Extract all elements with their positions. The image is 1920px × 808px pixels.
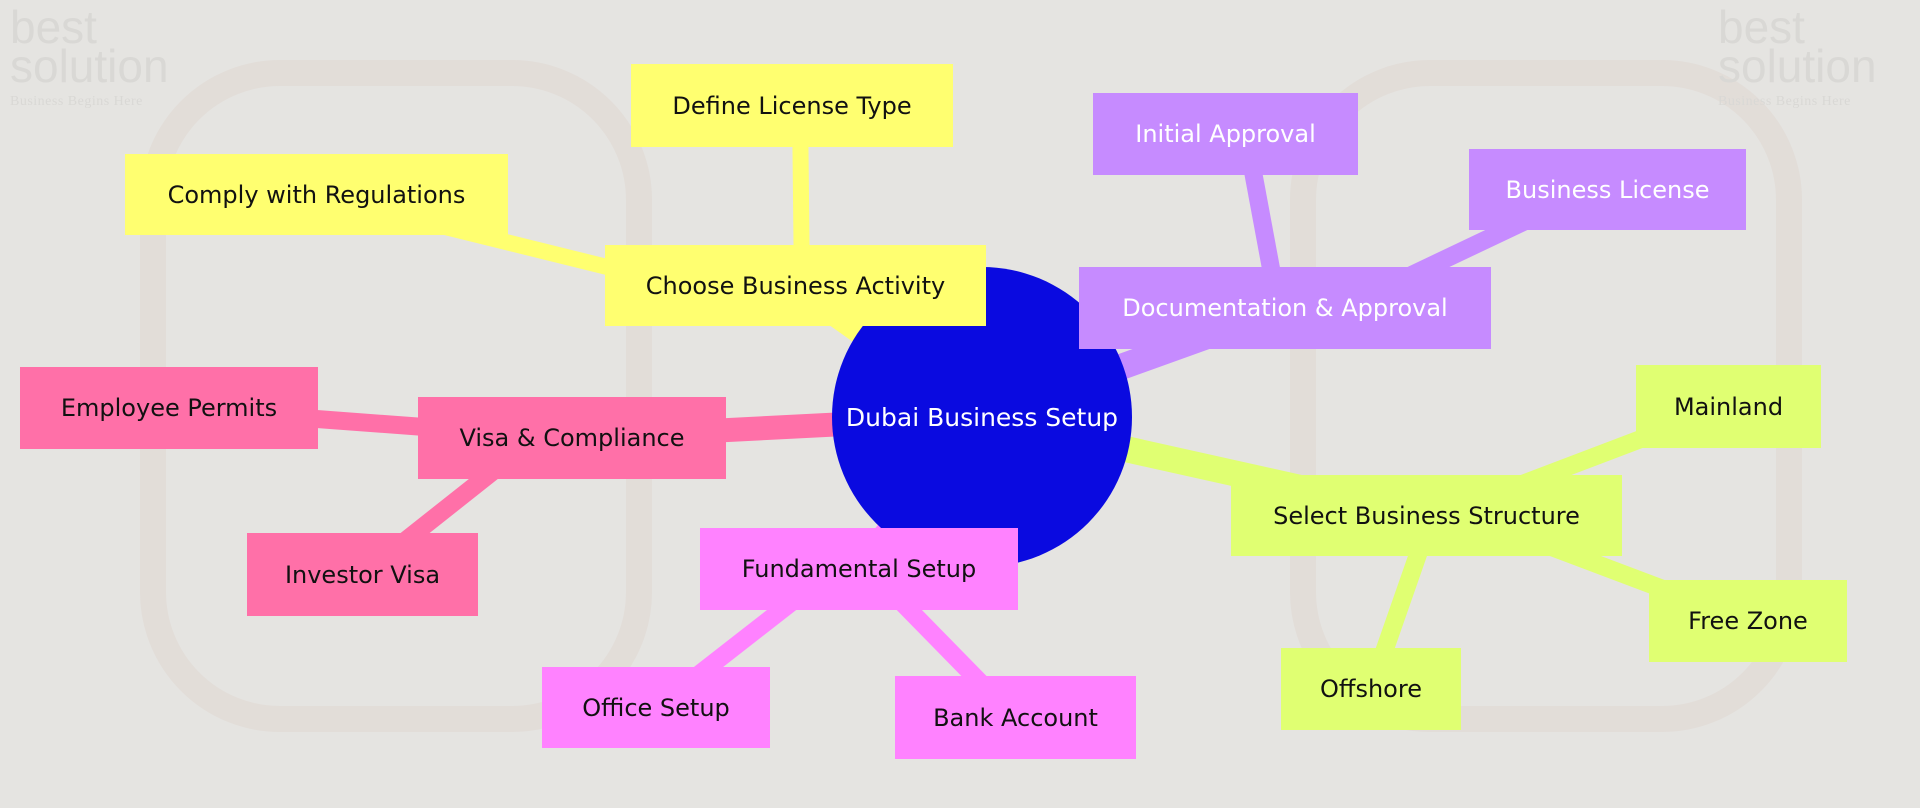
node-mainland: Mainland <box>1636 365 1821 448</box>
node-offshore: Offshore <box>1281 648 1461 730</box>
node-fundamental-setup: Fundamental Setup <box>700 528 1018 610</box>
node-visa-compliance: Visa & Compliance <box>418 397 726 479</box>
node-comply-with-regulations: Comply with Regulations <box>125 154 508 235</box>
node-free-zone: Free Zone <box>1649 580 1847 662</box>
node-initial-approval: Initial Approval <box>1093 93 1358 175</box>
watermark-logo-left: best solution Business Begins Here <box>10 1 169 110</box>
node-bank-account: Bank Account <box>895 676 1136 759</box>
node-investor-visa: Investor Visa <box>247 533 478 616</box>
node-business-license: Business License <box>1469 149 1746 230</box>
watermark-logo-right: best solution Business Begins Here <box>1718 1 1877 110</box>
node-choose-business-activity: Choose Business Activity <box>605 245 986 326</box>
node-select-business-structure: Select Business Structure <box>1231 475 1622 556</box>
node-office-setup: Office Setup <box>542 667 770 748</box>
node-employee-permits: Employee Permits <box>20 367 318 449</box>
node-define-license-type: Define License Type <box>631 64 953 147</box>
node-documentation-approval: Documentation & Approval <box>1079 267 1491 349</box>
